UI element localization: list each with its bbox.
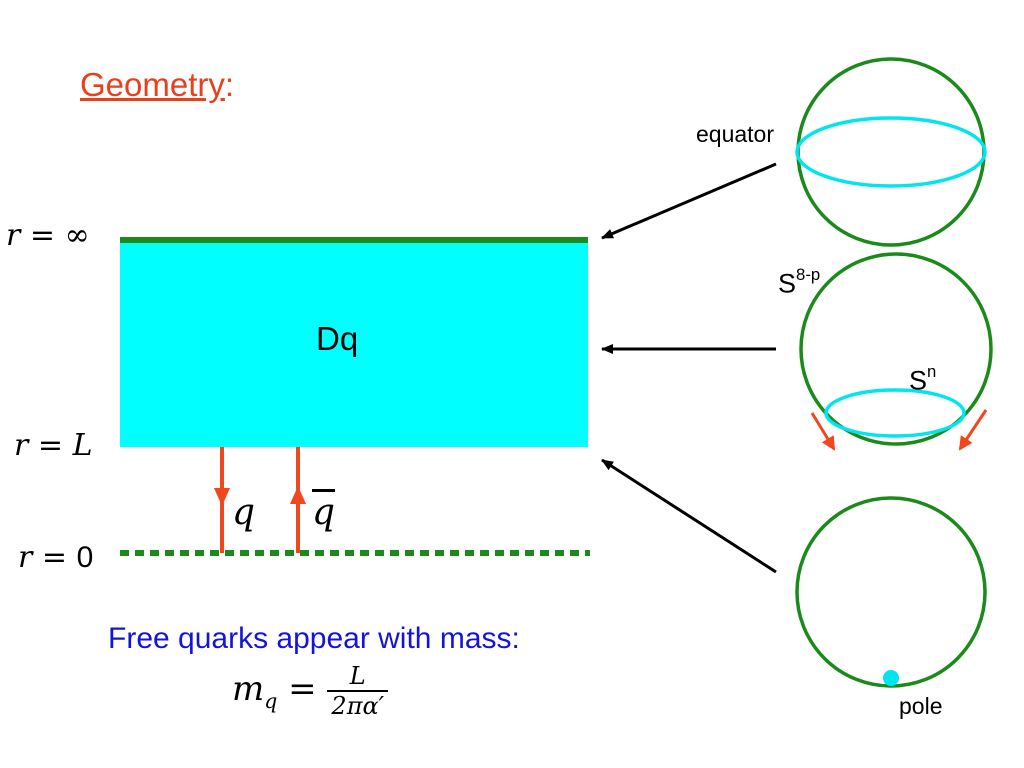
pole-label: pole (899, 693, 943, 719)
formula-eq: = (277, 669, 328, 709)
sphere-bottom (795, 496, 987, 688)
shrink-arrow-right (958, 409, 988, 451)
label-r-zero-val: 0 (76, 541, 94, 574)
sphere-middle-ring (824, 388, 966, 438)
label-r-L-eq: = (28, 428, 73, 463)
slab-label: Dq (316, 320, 359, 357)
title-word: Geometry (80, 66, 225, 103)
label-r-L-lhs: r (14, 428, 29, 463)
sphere-middle (799, 252, 993, 446)
s8p-label-sup: 8-p (796, 265, 821, 284)
label-r-infinity-eq: = (20, 218, 65, 253)
quark-arrow-up (290, 486, 306, 504)
label-r-L: r = L (14, 428, 92, 463)
slide-title: Geometry: (80, 66, 234, 104)
sn-label-base: S (909, 365, 928, 396)
quark-label: q (232, 492, 256, 533)
label-r-zero-eq: = (32, 540, 77, 575)
arrow-pole-to-bottom (601, 458, 777, 574)
dq-slab (120, 241, 588, 447)
equator-label: equator (696, 121, 775, 147)
label-r-infinity: r = ∞ (6, 218, 90, 253)
antiquark-label-text: q (312, 492, 336, 533)
s8p-label: S8-p (778, 265, 820, 300)
formula-lhs: m (232, 669, 265, 709)
label-r-zero: r = 0 (18, 540, 93, 575)
label-r-infinity-val: ∞ (64, 218, 90, 253)
shrink-arrow-left (810, 412, 836, 451)
sphere-top (796, 57, 986, 247)
pole-dot (883, 670, 899, 686)
mass-caption: Free quarks appear with mass: (108, 622, 520, 655)
formula-denominator: 2πα′ (331, 692, 385, 720)
sn-label: Sn (909, 362, 936, 397)
formula-numerator: L (327, 662, 389, 692)
quark-arrow-down (214, 488, 230, 506)
arrow-equator-to-top (601, 162, 777, 240)
antiquark-label: q (312, 492, 335, 533)
sphere-top-equator (795, 116, 987, 188)
label-r-L-val: L (72, 428, 93, 463)
label-r-infinity-lhs: r (6, 218, 21, 253)
s8p-label-base: S (778, 268, 797, 299)
sn-label-sup: n (927, 362, 937, 381)
title-colon: : (224, 66, 235, 103)
label-r-zero-lhs: r (18, 540, 33, 575)
formula-lhs-sub: q (264, 688, 278, 713)
